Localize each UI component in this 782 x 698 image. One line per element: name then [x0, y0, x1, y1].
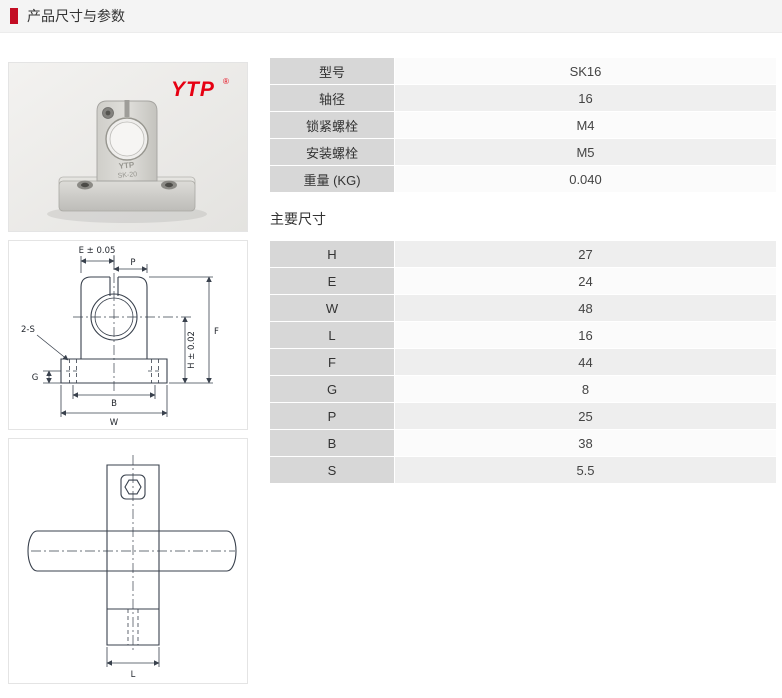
- dim-label: L: [270, 322, 394, 348]
- spec-value: 0.040: [395, 166, 776, 192]
- dim-label-h: H ± 0.02: [187, 331, 197, 369]
- dim-label-w: W: [110, 418, 119, 428]
- spec-label: 轴径: [270, 85, 394, 111]
- table-row: E 24: [270, 268, 776, 294]
- side-view-drawing: L: [8, 438, 248, 684]
- dimensions-table: H 27 E 24 W 48 L 16 F 44 G 8: [270, 241, 776, 483]
- dim-label: E: [270, 268, 394, 294]
- dim-value: 44: [395, 349, 776, 375]
- spec-panel: 型号 SK16 轴径 16 锁紧螺栓 M4 安装螺栓 M5 重量 (KG) 0.…: [270, 58, 776, 483]
- dim-label: S: [270, 457, 394, 483]
- dim-value: 5.5: [395, 457, 776, 483]
- section-header: 产品尺寸与参数: [0, 0, 782, 33]
- accent-marker: [10, 8, 18, 24]
- spec-label: 重量 (KG): [270, 166, 394, 192]
- spec-table: 型号 SK16 轴径 16 锁紧螺栓 M4 安装螺栓 M5 重量 (KG) 0.…: [270, 58, 776, 192]
- spec-value: M5: [395, 139, 776, 165]
- dim-value: 24: [395, 268, 776, 294]
- dim-label-p: P: [130, 258, 135, 268]
- table-row: 型号 SK16: [270, 58, 776, 84]
- table-row: L 16: [270, 322, 776, 348]
- dim-label-b: B: [111, 399, 117, 409]
- table-row: B 38: [270, 430, 776, 456]
- spec-label: 锁紧螺栓: [270, 112, 394, 138]
- dim-value: 8: [395, 376, 776, 402]
- table-row: P 25: [270, 403, 776, 429]
- table-row: 锁紧螺栓 M4: [270, 112, 776, 138]
- dim-value: 38: [395, 430, 776, 456]
- table-row: S 5.5: [270, 457, 776, 483]
- dim-label: B: [270, 430, 394, 456]
- dim-label-e: E ± 0.05: [79, 246, 116, 256]
- table-row: G 8: [270, 376, 776, 402]
- spec-label: 安装螺栓: [270, 139, 394, 165]
- dim-label: F: [270, 349, 394, 375]
- dim-label-f: F: [214, 327, 219, 337]
- table-row: W 48: [270, 295, 776, 321]
- dim-label-l: L: [131, 670, 136, 680]
- dim-value: 27: [395, 241, 776, 267]
- dim-value: 16: [395, 322, 776, 348]
- engraving-brand: YTP: [118, 160, 135, 170]
- product-photo: YTP SK-20 YTP ®: [8, 62, 248, 232]
- dim-label: G: [270, 376, 394, 402]
- dim-label: W: [270, 295, 394, 321]
- clamp-slit: [124, 100, 130, 117]
- registered-mark-icon: ®: [223, 77, 229, 86]
- dim-value: 25: [395, 403, 776, 429]
- table-row: 安装螺栓 M5: [270, 139, 776, 165]
- spec-label: 型号: [270, 58, 394, 84]
- table-row: F 44: [270, 349, 776, 375]
- spec-value: M4: [395, 112, 776, 138]
- dim-label-2s: 2-S: [21, 325, 35, 335]
- spec-value: 16: [395, 85, 776, 111]
- front-view-drawing: E ± 0.05 P 2-S G H ± 0.02 F B: [8, 240, 248, 430]
- dim-label: P: [270, 403, 394, 429]
- dim-value: 48: [395, 295, 776, 321]
- brand-logo: YTP: [171, 78, 215, 101]
- table-row: H 27: [270, 241, 776, 267]
- dim-label-g: G: [32, 373, 39, 383]
- dimensions-title: 主要尺寸: [270, 211, 326, 227]
- dim-label: H: [270, 241, 394, 267]
- table-row: 轴径 16: [270, 85, 776, 111]
- page-title: 产品尺寸与参数: [27, 8, 125, 24]
- engraving-model: SK-20: [117, 171, 137, 180]
- table-row: 重量 (KG) 0.040: [270, 166, 776, 192]
- spec-value: SK16: [395, 58, 776, 84]
